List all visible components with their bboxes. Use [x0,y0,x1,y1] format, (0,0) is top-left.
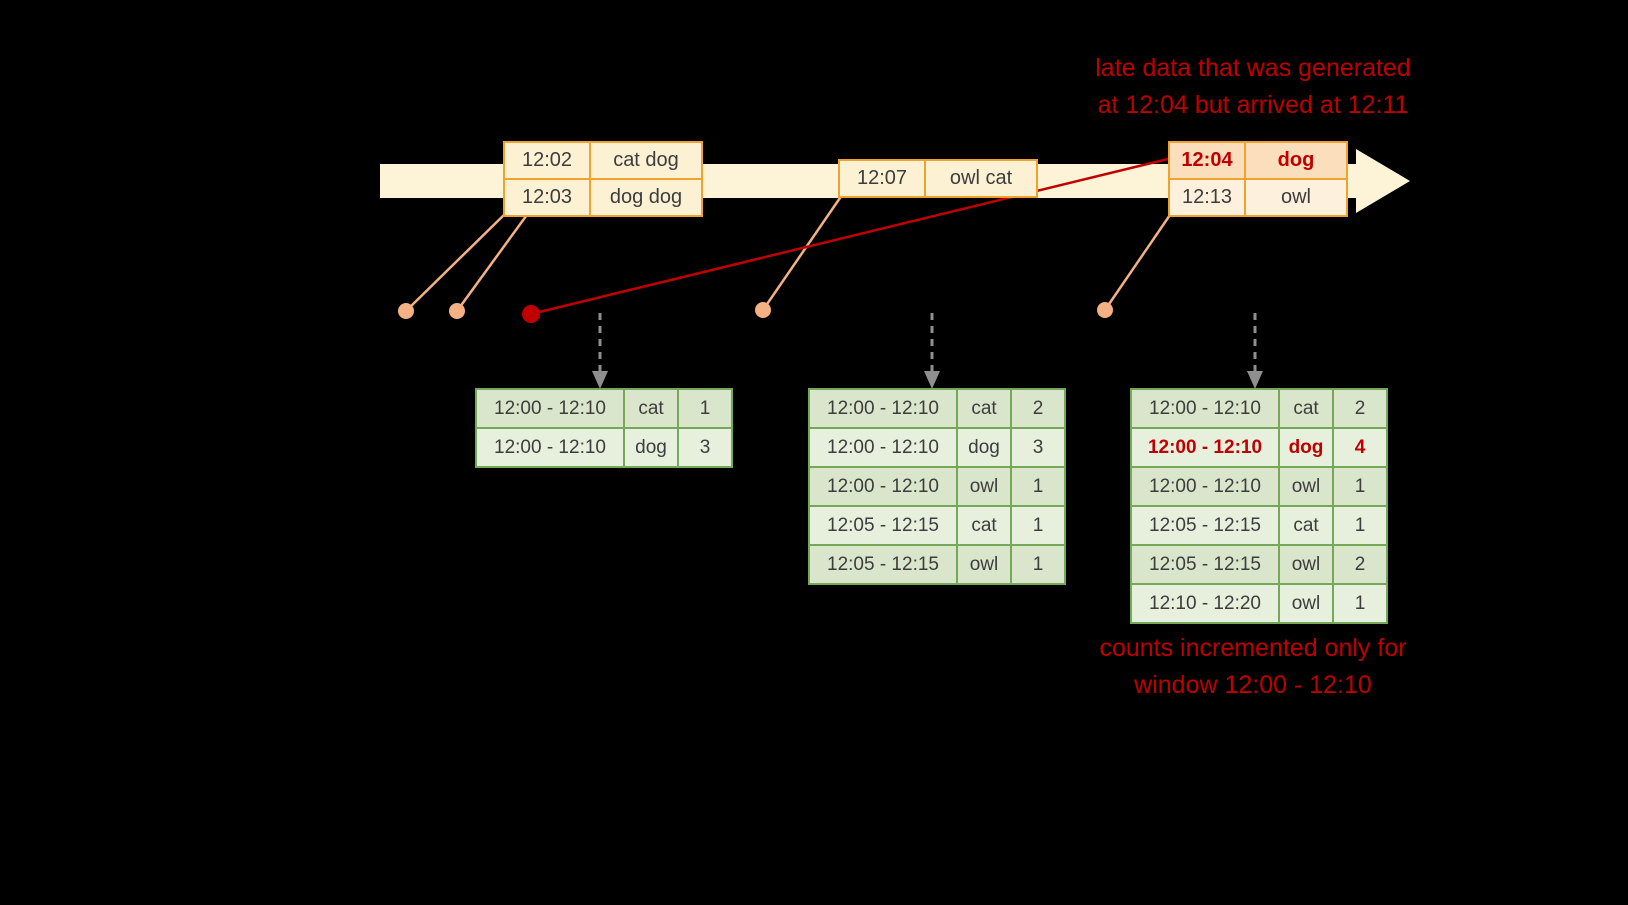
event-words-cell: cat dog [589,141,703,180]
window-cell: 12:00 - 12:10 [808,388,958,429]
window-cell: 12:00 - 12:10 [1130,427,1280,468]
result-row: 12:00 - 12:10 cat 1 [475,388,733,429]
count-cell: 3 [677,427,733,468]
event-table-1207: 12:07 owl cat [838,159,1038,198]
count-cell: 2 [1010,388,1066,429]
word-cell: dog [956,427,1012,468]
event-table-late: 12:04 dog 12:13 owl [1168,141,1348,217]
window-cell: 12:00 - 12:10 [475,388,625,429]
count-cell: 1 [1010,466,1066,507]
counts-annotation: counts incremented only for window 12:00… [1016,630,1490,704]
event-dot [398,303,414,319]
updated-result-row: 12:00 - 12:10 dog 4 [1130,427,1388,468]
count-cell: 1 [1332,505,1388,546]
count-cell: 1 [1010,544,1066,585]
count-cell: 2 [1332,388,1388,429]
window-cell: 12:00 - 12:10 [1130,466,1280,507]
result-row: 12:00 - 12:10 owl 1 [808,466,1066,507]
late-data-annotation-line2: at 12:04 but arrived at 12:11 [1097,91,1409,119]
late-event-dot [522,305,540,323]
result-table-1: 12:00 - 12:10 cat 1 12:00 - 12:10 dog 3 [475,388,733,468]
result-row: 12:05 - 12:15 cat 1 [808,505,1066,546]
count-cell: 4 [1332,427,1388,468]
result-row: 12:05 - 12:15 owl 2 [1130,544,1388,585]
word-cell: owl [1278,583,1334,624]
late-data-line [530,157,1169,316]
result-row: 12:00 - 12:10 owl 1 [1130,466,1388,507]
count-cell: 1 [1332,583,1388,624]
word-cell: owl [1278,466,1334,507]
event-words-cell: owl cat [924,159,1038,198]
result-row: 12:05 - 12:15 owl 1 [808,544,1066,585]
event-time-cell: 12:04 [1168,141,1246,180]
window-cell: 12:10 - 12:20 [1130,583,1280,624]
result-row: 12:00 - 12:10 cat 2 [808,388,1066,429]
result-row: 12:00 - 12:10 cat 2 [1130,388,1388,429]
event-time-cell: 12:02 [503,141,591,180]
connector-line [761,194,844,311]
event-time-cell: 12:13 [1168,178,1246,217]
count-cell: 1 [1332,466,1388,507]
word-cell: cat [623,388,679,429]
word-cell: cat [1278,505,1334,546]
connector-line [1103,211,1174,311]
word-cell: cat [956,505,1012,546]
event-row: 12:13 owl [1168,178,1348,217]
word-cell: owl [956,544,1012,585]
word-cell: owl [1278,544,1334,585]
word-cell: owl [956,466,1012,507]
result-row: 12:00 - 12:10 dog 3 [475,427,733,468]
event-words-cell: dog dog [589,178,703,217]
word-cell: cat [956,388,1012,429]
word-cell: dog [623,427,679,468]
event-dot [449,303,465,319]
window-cell: 12:00 - 12:10 [475,427,625,468]
late-event-row: 12:04 dog [1168,141,1348,180]
result-table-2: 12:00 - 12:10 cat 2 12:00 - 12:10 dog 3 … [808,388,1066,585]
result-row: 12:00 - 12:10 dog 3 [808,427,1066,468]
window-cell: 12:05 - 12:15 [808,505,958,546]
event-words-cell: dog [1244,141,1348,180]
window-cell: 12:05 - 12:15 [808,544,958,585]
connector-line [405,211,508,312]
window-cell: 12:05 - 12:15 [1130,544,1280,585]
trigger-arrow [592,313,608,389]
late-data-annotation-line1: late data that was generated [1095,54,1411,82]
event-time-cell: 12:07 [838,159,926,198]
window-cell: 12:05 - 12:15 [1130,505,1280,546]
counts-annotation-line1: counts incremented only for [1099,634,1407,662]
trigger-arrow [924,313,940,389]
trigger-arrow [1247,313,1263,389]
word-cell: cat [1278,388,1334,429]
event-row: 12:07 owl cat [838,159,1038,198]
count-cell: 1 [1010,505,1066,546]
counts-annotation-line2: window 12:00 - 12:10 [1134,671,1372,699]
window-cell: 12:00 - 12:10 [1130,388,1280,429]
count-cell: 1 [677,388,733,429]
count-cell: 2 [1332,544,1388,585]
event-words-cell: owl [1244,178,1348,217]
late-data-annotation: late data that was generated at 12:04 bu… [1016,50,1490,124]
event-row: 12:03 dog dog [503,178,703,217]
word-cell: dog [1278,427,1334,468]
window-cell: 12:00 - 12:10 [808,427,958,468]
count-cell: 3 [1010,427,1066,468]
result-row: 12:10 - 12:20 owl 1 [1130,583,1388,624]
event-time-cell: 12:03 [503,178,591,217]
event-dot [1097,302,1113,318]
event-row: 12:02 cat dog [503,141,703,180]
event-table-1202: 12:02 cat dog 12:03 dog dog [503,141,703,217]
window-cell: 12:00 - 12:10 [808,466,958,507]
connector-line [455,211,531,312]
result-row: 12:05 - 12:15 cat 1 [1130,505,1388,546]
event-dot [755,302,771,318]
result-table-3: 12:00 - 12:10 cat 2 12:00 - 12:10 dog 4 … [1130,388,1388,624]
